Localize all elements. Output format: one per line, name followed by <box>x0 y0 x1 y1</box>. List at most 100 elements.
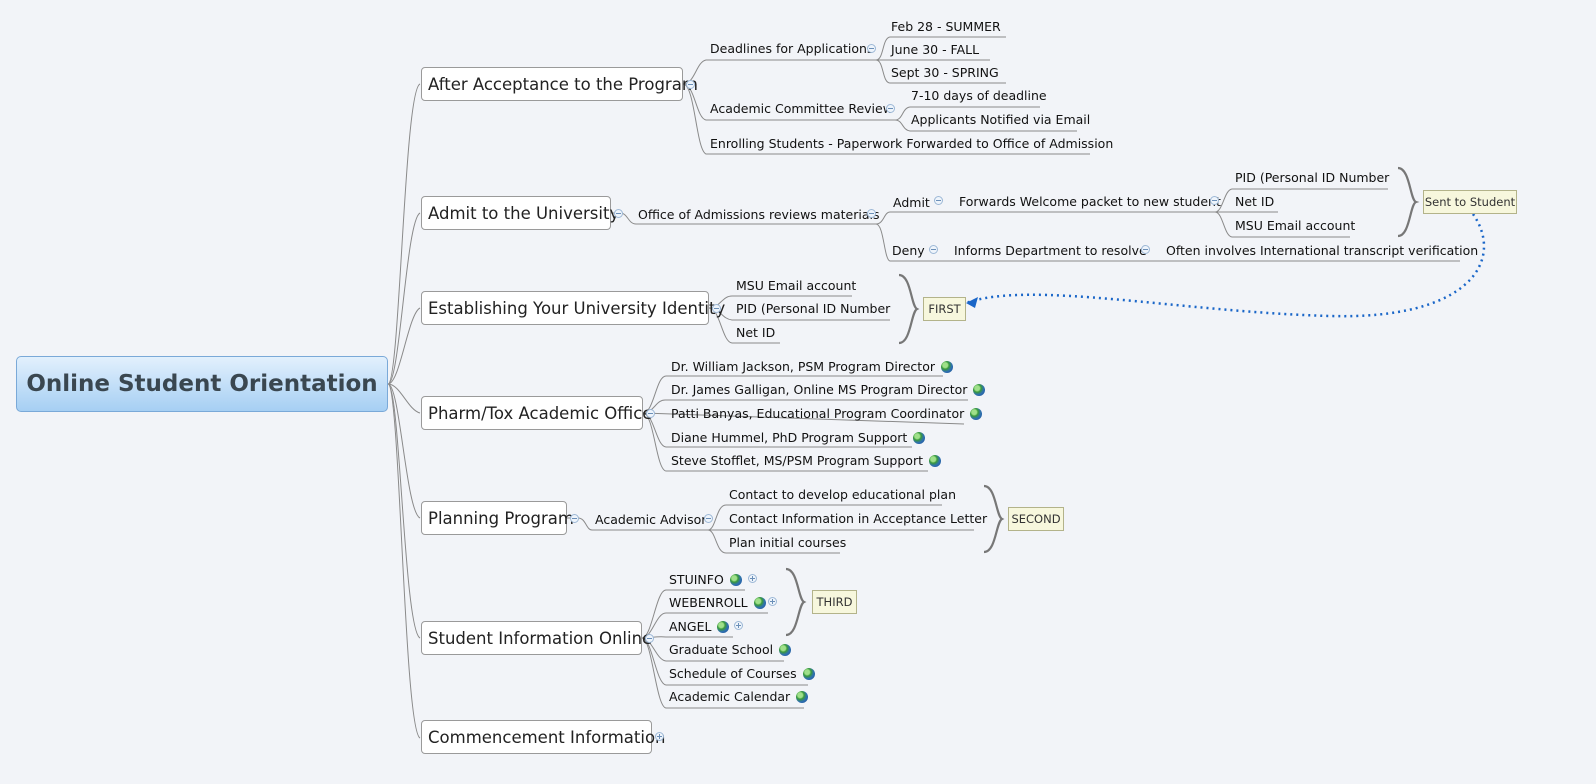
collapse-icon[interactable] <box>1210 196 1219 205</box>
resource-item[interactable]: Graduate School <box>669 642 792 658</box>
expand-icon[interactable] <box>734 621 743 630</box>
collapse-icon[interactable] <box>645 634 654 643</box>
globe-icon[interactable] <box>717 621 730 633</box>
identity-item[interactable]: MSU Email account <box>736 278 857 293</box>
topic-admissions-review[interactable]: Office of Admissions reviews materials <box>638 207 880 222</box>
deadline-item[interactable]: June 30 - FALL <box>891 42 980 57</box>
topic-enrolling[interactable]: Enrolling Students - Paperwork Forwarded… <box>710 136 1114 151</box>
plan-item[interactable]: Contact Information in Acceptance Letter <box>729 511 988 526</box>
globe-icon[interactable] <box>941 361 953 373</box>
topic-admit[interactable]: Admit <box>893 195 930 210</box>
label-text: THIRD <box>816 595 853 609</box>
globe-icon[interactable] <box>796 691 809 703</box>
deadline-item[interactable]: Feb 28 - SUMMER <box>891 19 1001 34</box>
label-third[interactable]: THIRD <box>812 590 857 614</box>
staff-item[interactable]: Patti Banyas, Educational Program Coordi… <box>671 406 983 422</box>
label-text: Sent to Student <box>1424 195 1516 209</box>
resource-item[interactable]: STUINFO <box>669 572 742 588</box>
collapse-icon[interactable] <box>929 245 938 254</box>
topic-pharm-tox-office[interactable]: Pharm/Tox Academic Office <box>421 396 652 430</box>
topic-label: Establishing Your University Identity <box>428 298 726 318</box>
topic-commencement[interactable]: Commencement Information <box>421 720 666 754</box>
topic-label: After Acceptance to the Program <box>428 74 698 94</box>
resource-item[interactable]: Academic Calendar <box>669 689 809 705</box>
label-text: SECOND <box>1011 512 1061 526</box>
staff-item[interactable]: Dr. William Jackson, PSM Program Directo… <box>671 359 953 375</box>
globe-icon[interactable] <box>779 644 792 656</box>
topic-transcript-verification[interactable]: Often involves International transcript … <box>1166 243 1479 258</box>
staff-item[interactable]: Dr. James Galligan, Online MS Program Di… <box>671 382 986 398</box>
staff-name: Steve Stofflet, MS/PSM Program Support <box>671 453 923 468</box>
topic-welcome-packet[interactable]: Forwards Welcome packet to new student <box>959 194 1221 209</box>
resource-name: STUINFO <box>669 572 724 587</box>
resource-name: ANGEL <box>669 619 712 634</box>
resource-name: WEBENROLL <box>669 595 748 610</box>
collapse-icon[interactable] <box>867 44 876 53</box>
resource-item[interactable]: ANGEL <box>669 619 730 635</box>
globe-icon[interactable] <box>729 574 742 586</box>
expand-icon[interactable] <box>768 597 777 606</box>
committee-item[interactable]: Applicants Notified via Email <box>911 112 1091 127</box>
collapse-icon[interactable] <box>704 514 713 523</box>
expand-icon[interactable] <box>748 574 757 583</box>
packet-item[interactable]: MSU Email account <box>1235 218 1356 233</box>
label-first[interactable]: FIRST <box>923 297 966 321</box>
topic-after-acceptance[interactable]: After Acceptance to the Program <box>421 67 698 101</box>
resource-item[interactable]: WEBENROLL <box>669 595 766 611</box>
label-text: FIRST <box>928 302 961 316</box>
globe-icon[interactable] <box>928 455 941 467</box>
staff-name: Dr. James Galligan, Online MS Program Di… <box>671 382 968 397</box>
topic-deny[interactable]: Deny <box>892 243 925 258</box>
collapse-icon[interactable] <box>1141 245 1150 254</box>
globe-icon[interactable] <box>973 384 986 396</box>
collapse-icon[interactable] <box>712 304 721 313</box>
collapse-icon[interactable] <box>886 104 895 113</box>
plan-item[interactable]: Plan initial courses <box>729 535 847 550</box>
staff-name: Patti Banyas, Educational Program Coordi… <box>671 406 965 421</box>
globe-icon[interactable] <box>970 408 983 420</box>
label-sent-to-student[interactable]: Sent to Student <box>1423 190 1517 214</box>
topic-label: Admit to the University <box>428 203 620 223</box>
globe-icon[interactable] <box>913 432 926 444</box>
topic-university-identity[interactable]: Establishing Your University Identity <box>421 291 725 325</box>
staff-name: Dr. William Jackson, PSM Program Directo… <box>671 359 935 374</box>
resource-name: Academic Calendar <box>669 689 791 704</box>
staff-item[interactable]: Steve Stofflet, MS/PSM Program Support <box>671 453 941 469</box>
central-topic-label: Online Student Orientation <box>26 371 378 397</box>
globe-icon[interactable] <box>802 668 815 680</box>
collapse-icon[interactable] <box>614 209 623 218</box>
topic-label: Pharm/Tox Academic Office <box>428 403 653 423</box>
packet-item[interactable]: Net ID <box>1235 194 1275 209</box>
committee-item[interactable]: 7-10 days of deadline <box>911 88 1047 103</box>
topic-informs-department[interactable]: Informs Department to resolve <box>954 243 1147 258</box>
identity-item[interactable]: PID (Personal ID Number <box>736 301 891 316</box>
topic-label: Planning Program <box>428 508 574 528</box>
collapse-icon[interactable] <box>646 409 655 418</box>
topic-committee-review[interactable]: Academic Committee Review <box>710 101 893 116</box>
topic-admit-university[interactable]: Admit to the University <box>421 196 619 230</box>
resource-name: Schedule of Courses <box>669 666 797 681</box>
resource-name: Graduate School <box>669 642 774 657</box>
collapse-icon[interactable] <box>686 80 695 89</box>
expand-icon[interactable] <box>655 732 664 741</box>
globe-icon[interactable] <box>753 597 766 609</box>
topic-deadlines[interactable]: Deadlines for Applications <box>710 41 874 56</box>
collapse-icon[interactable] <box>934 196 943 205</box>
collapse-icon[interactable] <box>570 514 579 523</box>
topic-label: Student Information Online <box>428 628 653 648</box>
central-topic[interactable]: Online Student Orientation <box>16 356 388 412</box>
staff-name: Diane Hummel, PhD Program Support <box>671 430 908 445</box>
staff-item[interactable]: Diane Hummel, PhD Program Support <box>671 430 926 446</box>
identity-item[interactable]: Net ID <box>736 325 776 340</box>
topic-label: Commencement Information <box>428 727 666 747</box>
topic-academic-advisor[interactable]: Academic Advisor <box>595 512 707 527</box>
label-second[interactable]: SECOND <box>1008 507 1064 531</box>
collapse-icon[interactable] <box>867 209 876 218</box>
topic-student-info-online[interactable]: Student Information Online <box>421 621 652 655</box>
topic-planning-program[interactable]: Planning Program <box>421 501 574 535</box>
plan-item[interactable]: Contact to develop educational plan <box>729 487 956 502</box>
packet-item[interactable]: PID (Personal ID Number <box>1235 170 1390 185</box>
resource-item[interactable]: Schedule of Courses <box>669 666 815 682</box>
deadline-item[interactable]: Sept 30 - SPRING <box>891 65 999 80</box>
